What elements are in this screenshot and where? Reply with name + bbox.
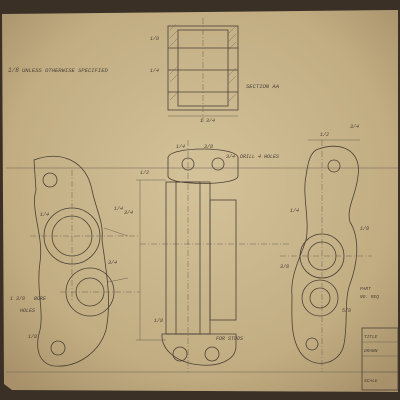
title-block-scale: SCALE: [364, 378, 378, 384]
svg-text:1/4: 1/4: [290, 208, 299, 214]
title-block-drawn: DRAWN: [364, 348, 378, 354]
svg-text:1/4: 1/4: [114, 206, 123, 212]
svg-text:3/4: 3/4: [350, 124, 359, 130]
right-bracket-view: 1/2 3/4 1/8 1/4 3/8 5/8: [280, 124, 372, 372]
faint-label-studs: FOR STUDS: [216, 336, 243, 342]
svg-text:NO. REQ: NO. REQ: [360, 294, 379, 300]
svg-text:5/8: 5/8: [342, 308, 351, 314]
svg-text:1/8: 1/8: [360, 226, 369, 232]
left-bracket-view: 1/4 3/4 1 3/8 BORE HOLES 1/4 1/8: [10, 155, 140, 367]
svg-text:3/8: 3/8: [280, 264, 289, 270]
side-notes: PART NO. REQ: [360, 286, 379, 300]
svg-text:1/4: 1/4: [176, 144, 185, 150]
bore-note: BORE: [34, 296, 47, 302]
svg-text:1/8: 1/8: [150, 36, 159, 42]
general-note: UNLESS OTHERWISE SPECIFIED: [22, 67, 109, 74]
svg-text:3/4: 3/4: [108, 260, 117, 266]
svg-text:1/2: 1/2: [320, 132, 329, 138]
svg-text:3/8: 3/8: [204, 144, 213, 150]
sheet-border: [6, 167, 398, 373]
fraction-note: 1/8: [8, 67, 19, 74]
svg-text:1/8: 1/8: [154, 318, 163, 324]
center-elevation-view: 1/4 3/8 3/4 DRILL 4 HOLES 1/2 3/4 1/8 FO…: [124, 140, 290, 372]
title-block: TITLE DRAWN SCALE: [361, 327, 399, 391]
section-label: SECTION AA: [246, 83, 280, 90]
svg-text:3/4: 3/4: [226, 154, 235, 160]
svg-text:1/8: 1/8: [28, 334, 37, 340]
title-block-title: TITLE: [364, 334, 378, 340]
holes-note: HOLES: [20, 308, 35, 314]
svg-text:1 3/4: 1 3/4: [200, 118, 215, 124]
svg-text:1/4: 1/4: [150, 68, 159, 74]
section-aa-view: 1 3/4 1/8 1/4 SECTION AA: [150, 18, 280, 124]
svg-text:1 3/8: 1 3/8: [10, 296, 25, 302]
svg-text:1/2: 1/2: [140, 170, 149, 176]
drill-note: DRILL 4 HOLES: [240, 154, 279, 160]
svg-text:PART: PART: [360, 286, 371, 292]
svg-text:3/4: 3/4: [124, 210, 133, 216]
svg-text:1/4: 1/4: [40, 212, 49, 218]
